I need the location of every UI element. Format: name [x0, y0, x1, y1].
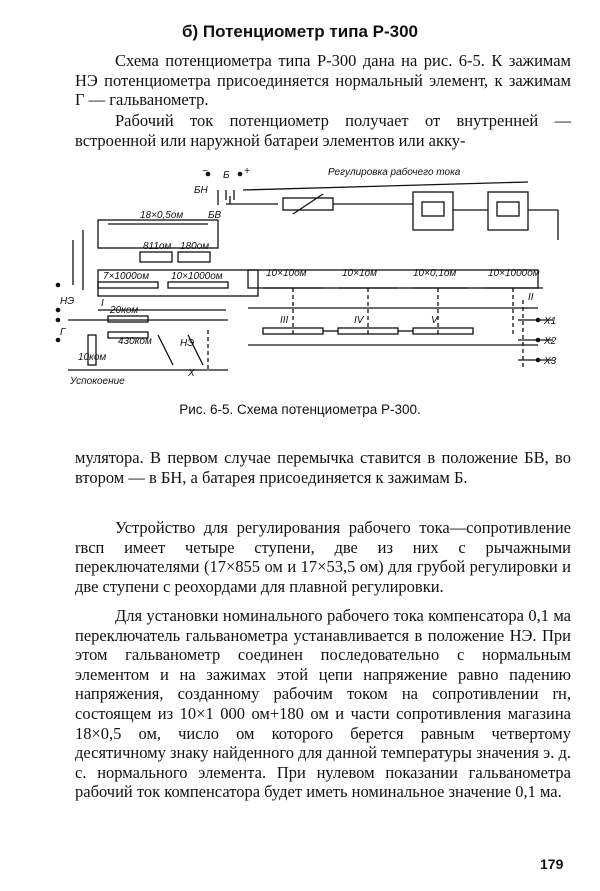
- label-430k: 430ком: [118, 336, 152, 347]
- label-b: Б: [223, 170, 230, 181]
- label-roman-3: III: [280, 315, 289, 326]
- label-10x10: 10×10ом: [266, 268, 307, 279]
- label-bv: БВ: [208, 210, 222, 221]
- paragraph-nominal-current: Для установки номинального рабочего тока…: [75, 606, 571, 802]
- page-number: 179: [540, 856, 564, 872]
- label-x1: Х1: [543, 316, 556, 327]
- paragraph-working-current-start: Рабочий ток потенциометр получает от вну…: [75, 111, 571, 150]
- label-roman-1: I: [101, 298, 104, 309]
- label-811: 811ом: [143, 241, 172, 252]
- figure-caption: Рис. 6-5. Схема потенциометра Р-300.: [179, 402, 421, 417]
- label-regulation: Регулировка рабочего тока: [328, 166, 461, 178]
- label-plus: +: [244, 166, 250, 177]
- label-7x1000: 7×1000ом: [103, 271, 149, 282]
- label-x2: Х2: [543, 336, 557, 347]
- label-10k: 10ком: [78, 352, 106, 363]
- potentiometer-circuit-diagram: БН Б − + БВ Регулировка рабочего тока 18…: [55, 166, 559, 387]
- label-18x05: 18×0,5ом: [140, 210, 183, 221]
- label-roman-4: IV: [354, 315, 365, 326]
- label-10x1: 10×1ом: [342, 268, 377, 279]
- paragraph-working-current-end: мулятора. В первом случае перемычка став…: [75, 448, 571, 487]
- label-10x1000a: 10×1000ом: [171, 271, 223, 282]
- label-minus: −: [202, 166, 208, 177]
- label-roman-2: II: [528, 292, 534, 303]
- paragraph-intro: Схема потенциометра типа Р-300 дана на р…: [75, 51, 571, 110]
- label-20k: 20ком: [109, 305, 138, 316]
- label-10x1000b: 10×1000ом: [488, 268, 540, 279]
- paragraph-regulation: Устройство для регулирования рабочего то…: [75, 518, 571, 596]
- label-roman-5: V: [431, 315, 439, 326]
- section-heading: б) Потенциометр типа Р-300: [182, 22, 418, 41]
- label-g: Г: [60, 327, 67, 338]
- label-180: 180ом: [180, 241, 209, 252]
- label-x3: Х3: [543, 356, 557, 367]
- label-damping: Успокоение: [69, 376, 125, 387]
- label-ne2: НЭ: [180, 338, 194, 349]
- label-bn: БН: [194, 185, 209, 196]
- label-10x01: 10×0,1ом: [413, 268, 456, 279]
- label-x-left: Х: [187, 368, 195, 379]
- label-ne: НЭ: [60, 296, 74, 307]
